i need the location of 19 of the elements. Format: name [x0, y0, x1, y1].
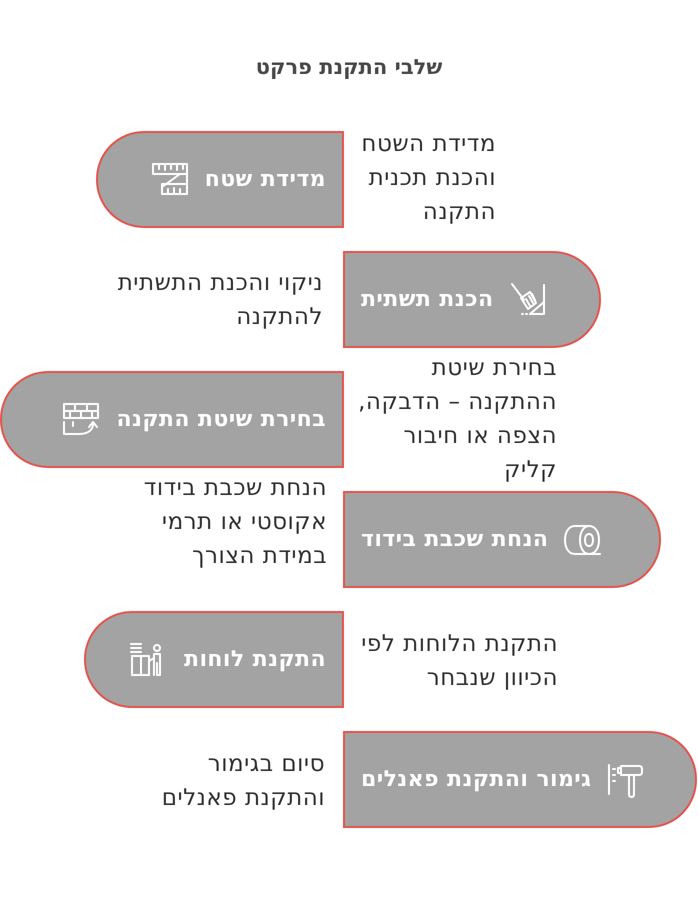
- step-pill: [343, 251, 601, 348]
- step-pill: [343, 731, 697, 828]
- step-description: התקנת הלוחות לפי הכיוון שנבחר: [360, 630, 558, 693]
- step-description: הנחת שכבת בידוד אקוסטי או תרמי במידת הצורך: [142, 474, 327, 571]
- step-pill: [0, 371, 344, 468]
- step-description: ניקוי והכנת התשתית להתקנה: [116, 269, 323, 332]
- step-label: התקנת לוחות: [184, 646, 326, 674]
- step-description: מדידת השטח והכנת תכנית התקנה: [360, 130, 496, 227]
- step-label: הנחת שכבת בידוד: [361, 526, 548, 554]
- step-label: הכנת תשתית: [361, 286, 494, 314]
- step-label: גימור והתקנת פאנלים: [361, 766, 592, 794]
- step-pill: [343, 491, 661, 588]
- step-label: בחירת שיטת התקנה: [116, 406, 326, 434]
- step-description: בחירת שיטת ההתקנה – הדבקה, הצפה או חיבור קליק: [357, 354, 557, 485]
- step-pill: [84, 611, 344, 708]
- diagram-title: שלבי התקנת פרקט: [256, 54, 442, 81]
- step-label: מדידת שטח: [204, 166, 326, 194]
- step-pill: [96, 131, 344, 228]
- step-description: סיום בגימור והתקנת פאנלים: [160, 750, 325, 813]
